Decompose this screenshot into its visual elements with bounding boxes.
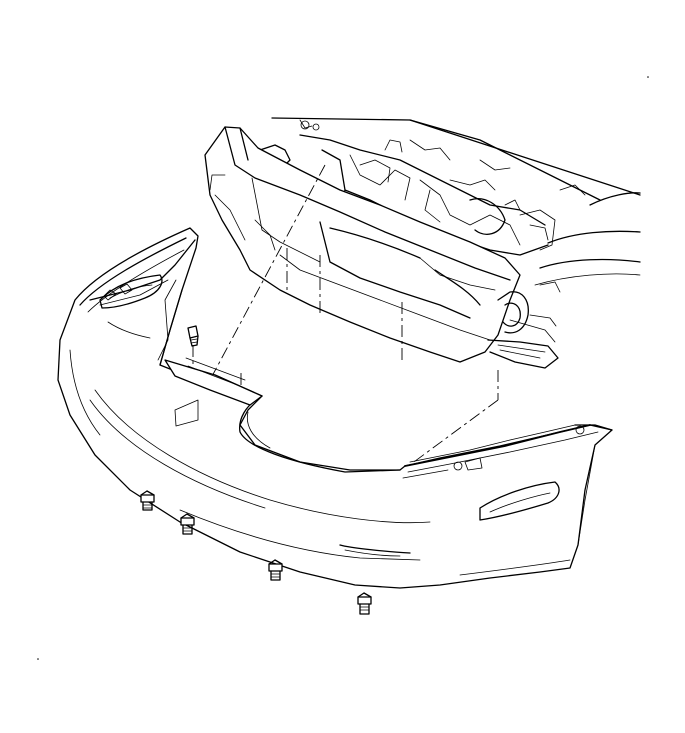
front-bumper-fascia <box>57 227 613 589</box>
fascia-retaining-bolts <box>140 325 372 615</box>
bolt-upper <box>187 325 199 347</box>
speck <box>647 76 649 78</box>
bolt-1 <box>140 490 155 511</box>
bolt-4 <box>357 592 372 615</box>
bolt-2 <box>180 513 195 535</box>
impact-absorber-bar <box>204 126 559 369</box>
bolt-3 <box>268 559 283 581</box>
speck <box>37 658 39 660</box>
